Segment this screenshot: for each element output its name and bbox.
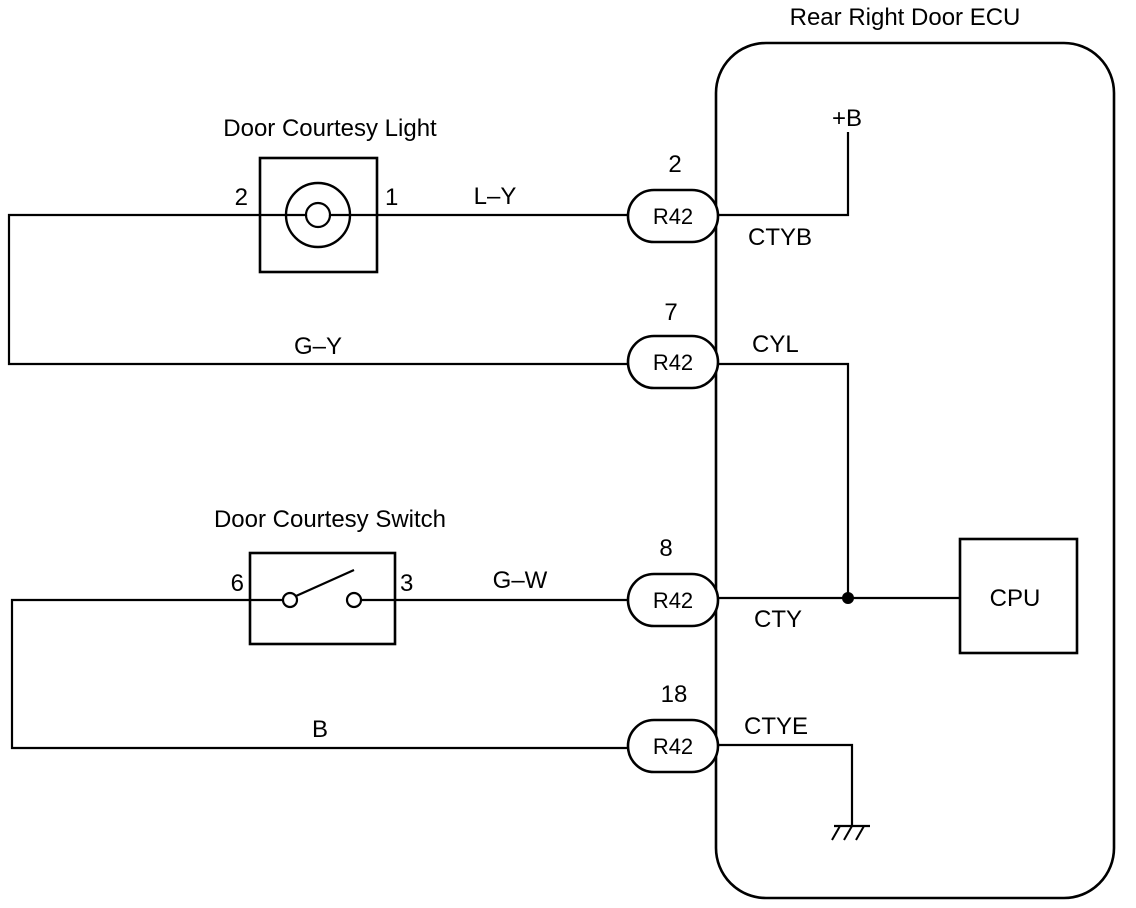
terminal-cty: CTY xyxy=(754,606,802,633)
connector-id: R42 xyxy=(653,350,693,375)
light-title: Door Courtesy Light xyxy=(223,115,437,142)
light-pin-left: 2 xyxy=(235,184,248,211)
terminal-cyl: CYL xyxy=(752,331,799,358)
connector-pin-2: R42 xyxy=(626,188,720,244)
wire-b xyxy=(10,598,628,750)
connector-id: R42 xyxy=(653,204,693,229)
ctyb-to-power-wire xyxy=(718,132,850,217)
connector-pin-18: R42 xyxy=(626,718,720,774)
connector-pin-7: R42 xyxy=(626,334,720,390)
connector-pin-number: 18 xyxy=(661,681,688,708)
light-pin-right: 1 xyxy=(385,184,398,211)
terminal-ctyb: CTYB xyxy=(748,224,812,251)
wire-g-y xyxy=(7,213,628,366)
cpu-box xyxy=(958,537,1079,655)
wire-label-g-w: G–W xyxy=(493,567,548,594)
ctye-wire xyxy=(718,743,854,826)
ecu-box xyxy=(714,41,1116,900)
connector-id: R42 xyxy=(653,588,693,613)
cpu-label: CPU xyxy=(990,585,1041,612)
connector-pin-number: 8 xyxy=(659,535,672,562)
switch-title: Door Courtesy Switch xyxy=(214,506,446,533)
courtesy-switch-box xyxy=(248,551,397,646)
junction-dot xyxy=(842,592,854,604)
switch-pin-left: 6 xyxy=(231,570,244,597)
power-label: +B xyxy=(832,105,862,132)
bulb-icon xyxy=(284,181,352,249)
connector-pin-8: R42 xyxy=(626,572,720,628)
switch-pin-right: 3 xyxy=(400,570,413,597)
wire-label-b: B xyxy=(312,716,328,743)
connector-id: R42 xyxy=(653,734,693,759)
connector-pin-number: 7 xyxy=(664,299,677,326)
wire-label-l-y: L–Y xyxy=(474,183,517,210)
wire-label-g-y: G–Y xyxy=(294,333,342,360)
terminal-ctye: CTYE xyxy=(744,713,808,740)
connector-pin-number: 2 xyxy=(668,151,681,178)
ground-icon xyxy=(831,824,870,841)
ecu-title: Rear Right Door ECU xyxy=(790,4,1021,31)
cyl-wire xyxy=(718,362,850,598)
